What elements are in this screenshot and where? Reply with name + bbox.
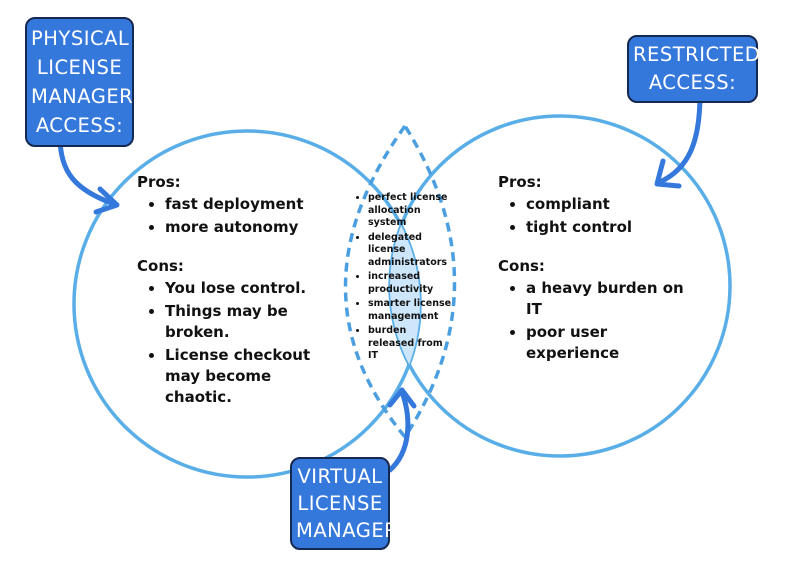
label-line: ACCESS: (648, 71, 737, 94)
cons-list: You lose control. Things may be broken. … (137, 278, 315, 408)
pro-item: compliant (526, 194, 698, 215)
benefit-item: perfect license allocation system (368, 192, 454, 230)
benefits-list: perfect license allocation system delega… (354, 192, 454, 363)
arrow-virtual-head (387, 387, 417, 409)
con-item: You lose control. (165, 278, 315, 299)
con-item: poor user experience (526, 322, 696, 364)
label-line: LICENSE (36, 56, 123, 79)
pros-list: fast deployment more autonomy (137, 194, 337, 238)
pro-item: tight control (526, 217, 698, 238)
arrow-restricted-head (654, 158, 682, 189)
restricted-pros-cons: Pros: compliant tight control Cons: a he… (498, 172, 698, 366)
arrow-restricted (657, 91, 703, 185)
arrow-virtual (387, 389, 411, 473)
pros-heading: Pros: (498, 173, 542, 191)
arrow-physical (57, 134, 117, 207)
pros-heading: Pros: (137, 173, 181, 191)
label-line: RESTRICTED (633, 43, 761, 66)
cons-heading: Cons: (137, 257, 184, 275)
benefit-item: delegated license administrators (368, 232, 454, 270)
label-line: LICENSE (297, 492, 383, 515)
benefit-item: increased productivity (368, 271, 454, 296)
label-line: PHYSICAL (31, 27, 130, 50)
con-item: Things may be broken. (165, 301, 315, 343)
benefit-item: burden released from IT (368, 325, 454, 363)
physical-pros-cons: Pros: fast deployment more autonomy Cons… (137, 172, 337, 410)
pro-item: more autonomy (165, 217, 337, 238)
label-line: ACCESS: (35, 114, 124, 137)
arrow-physical-head (93, 186, 120, 215)
physical-license-manager-label: PHYSICAL LICENSE MANAGER ACCESS: (25, 17, 134, 147)
virtual-license-manager-label: VIRTUAL LICENSE MANAGER (290, 457, 399, 550)
con-item: a heavy burden on IT (526, 278, 696, 320)
cons-list: a heavy burden on IT poor user experienc… (498, 278, 696, 364)
benefit-item: smarter license management (368, 298, 454, 323)
virtual-benefits: perfect license allocation system delega… (354, 192, 454, 365)
pros-list: compliant tight control (498, 194, 698, 238)
label-line: MANAGER (296, 519, 399, 542)
restricted-access-label: RESTRICTED ACCESS: (627, 35, 761, 103)
label-line: MANAGER (31, 85, 134, 108)
con-item: License checkout may become chaotic. (165, 345, 315, 408)
label-line: VIRTUAL (297, 465, 383, 488)
cons-heading: Cons: (498, 257, 545, 275)
pro-item: fast deployment (165, 194, 337, 215)
